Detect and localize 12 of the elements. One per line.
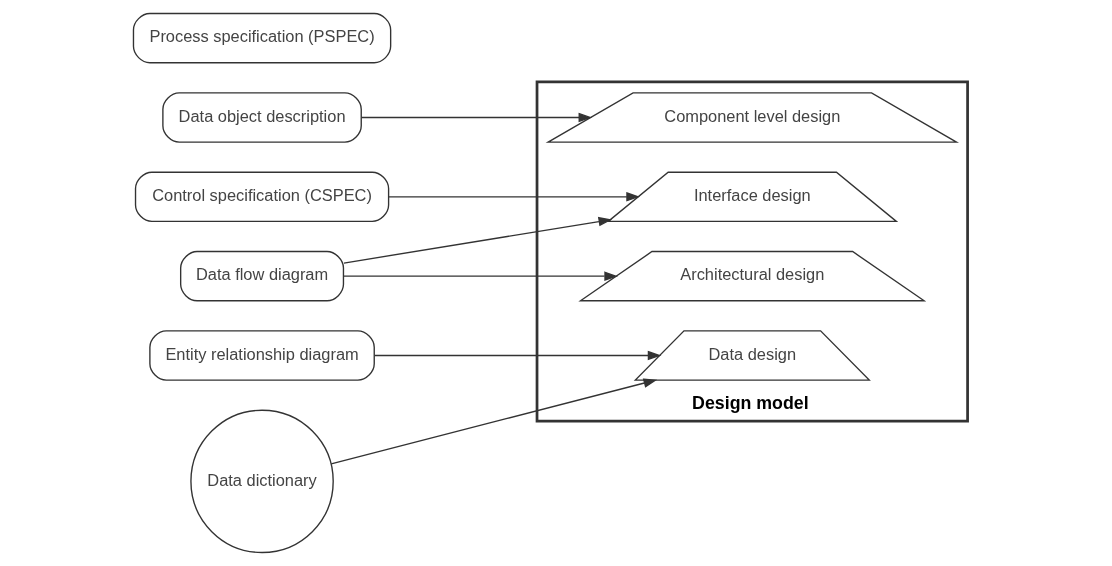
arrow	[388, 192, 640, 202]
node-box: Data flow diagram	[180, 250, 345, 302]
node-box: Control specification (CSPEC)	[134, 171, 390, 223]
node-box: Entity relationship diagram	[149, 330, 375, 381]
arrow	[330, 378, 658, 465]
arrow	[343, 216, 613, 264]
node-box: Data object description	[162, 92, 362, 143]
arrow	[373, 350, 662, 361]
arrow	[343, 271, 618, 281]
node-box: Process specification (PSPEC)	[132, 12, 392, 64]
node-circle: Data dictionary	[190, 409, 334, 554]
arrow	[360, 112, 593, 123]
